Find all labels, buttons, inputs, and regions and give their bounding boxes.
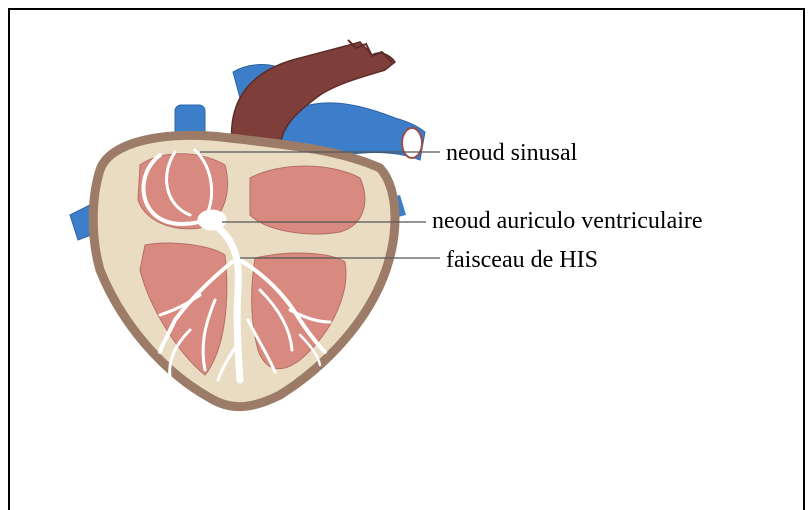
label-neoud-auriculo-ventriculaire: neoud auriculo ventriculaire bbox=[432, 209, 703, 233]
label-faisceau-de-his: faisceau de HIS bbox=[446, 248, 598, 272]
label-neoud-sinusal: neoud sinusal bbox=[446, 141, 577, 165]
